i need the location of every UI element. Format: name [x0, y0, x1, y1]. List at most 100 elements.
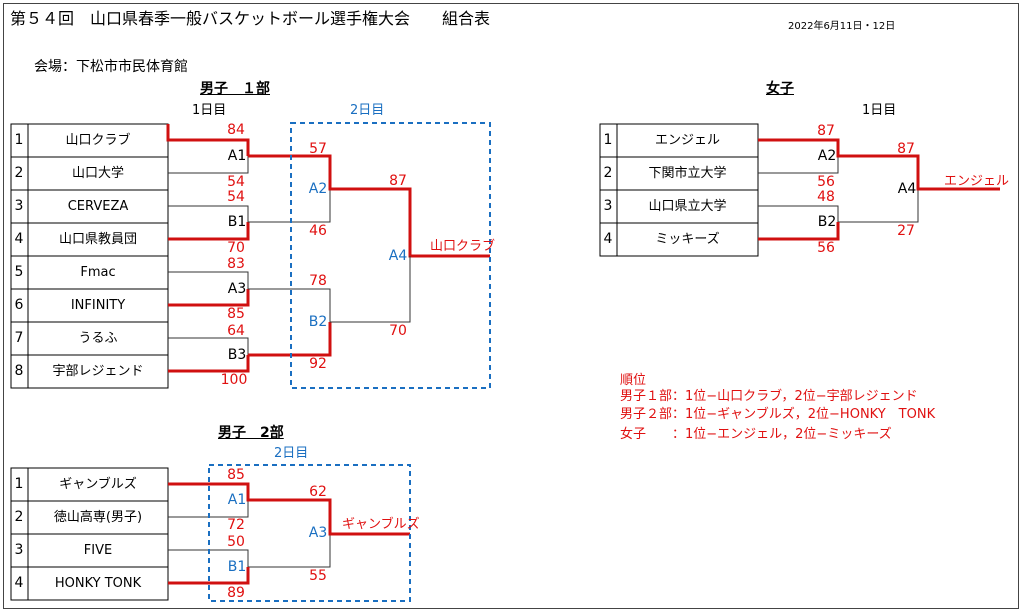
women-score-b2-bot: 56 — [817, 240, 835, 256]
men1-game-b1: B1 — [227, 214, 247, 230]
men1-team-num: 1 — [14, 132, 24, 148]
men1-game-b2: B2 — [308, 314, 328, 330]
men1-score-b2-top: 78 — [309, 273, 327, 289]
men1-score-b1-bot: 70 — [227, 240, 245, 256]
men1-team-name: 宇部レジェンド — [52, 364, 144, 379]
men2-team-name: FIVE — [83, 543, 113, 558]
women-day1-label: 1日目 — [862, 103, 897, 118]
men2-team-name: ギャンブルズ — [59, 477, 137, 492]
men1-team-name: 山口県教員団 — [58, 232, 137, 247]
ranking-line-women: 女子 ：1位−エンジェル，2位−ミッキーズ — [620, 427, 892, 442]
women-section-title: 女子 — [766, 81, 794, 97]
men1-score-a1-bot: 54 — [227, 174, 245, 190]
men1-team-name: Fmac — [80, 265, 116, 280]
men1-team-table — [10, 123, 169, 389]
men1-score-b2-bot: 92 — [309, 356, 327, 372]
men1-final-lose-line — [330, 256, 411, 323]
women-lines — [758, 156, 919, 223]
men1-day1-label: 1日目 — [192, 103, 227, 118]
women-team-name: 山口県立大学 — [648, 199, 727, 214]
men2-score-a1-bot: 72 — [227, 517, 245, 533]
men2-score-b1-top: 50 — [227, 534, 245, 550]
men1-section-title: 男子 １部 — [200, 81, 270, 97]
women-score-a4-top: 87 — [897, 141, 915, 157]
men1-score-a2-bot: 46 — [309, 223, 327, 239]
men2-score-a3-top: 62 — [309, 484, 327, 500]
men1-day2-label: 2日目 — [350, 103, 385, 118]
men1-score-a3-top: 83 — [227, 256, 245, 272]
women-champion: エンジェル — [944, 174, 1010, 189]
event-date: 2022年6月11日・12日 — [788, 21, 896, 32]
women-team-name: 下関市立大学 — [648, 166, 727, 181]
women-game-a2: A2 — [817, 148, 837, 164]
page-title: 第５４回 山口県春季一般バスケットボール選手権大会 組合表 — [10, 9, 491, 28]
men2-team-num: 3 — [14, 542, 24, 558]
men2-team-num: 4 — [14, 575, 24, 591]
men2-win-lines — [168, 482, 410, 585]
women-game-b2: B2 — [817, 214, 837, 230]
men1-team-name: CERVEZA — [67, 199, 129, 214]
men1-day2-box — [290, 122, 491, 389]
men1-team-num: 5 — [14, 264, 24, 280]
women-team-table — [599, 123, 759, 257]
men2-champion: ギャンブルズ — [342, 517, 420, 532]
men1-game-a2: A2 — [308, 181, 328, 197]
men2-score-a3-bot: 55 — [309, 568, 327, 584]
ranking-line-men2: 男子２部：1位−ギャンブルズ，2位−HONKY TONK — [620, 407, 936, 422]
men2-game-b1: B1 — [227, 559, 247, 575]
bracket-sheet-frame — [3, 3, 1019, 609]
men1-score-b3-top: 64 — [227, 323, 245, 339]
men2-day2-label: 2日目 — [274, 446, 309, 461]
women-team-num: 2 — [603, 165, 613, 181]
men2-section-title: 男子 2部 — [218, 425, 284, 441]
men1-team-num: 8 — [14, 363, 24, 379]
men1-round1-lines — [168, 156, 249, 355]
men1-team-name: 山口大学 — [71, 166, 124, 181]
men1-team-num: 4 — [14, 231, 24, 247]
men2-team-name: HONKY TONK — [54, 576, 142, 591]
venue-label: 会場：下松市市民体育館 — [34, 59, 188, 75]
women-team-num: 4 — [603, 231, 613, 247]
men1-round2-win-lines — [248, 154, 490, 357]
ranking-line-men1: 男子１部：1位−山口クラブ，2位−宇部レジェンド — [620, 389, 918, 404]
men2-team-num: 2 — [14, 509, 24, 525]
men1-score-a4-top: 87 — [389, 173, 407, 189]
men1-game-a1: A1 — [227, 148, 247, 164]
women-score-a2-bot: 56 — [817, 174, 835, 190]
men1-game-a3: A3 — [227, 281, 247, 297]
men2-game-a3: A3 — [308, 525, 328, 541]
ranking-title: 順位 — [620, 373, 647, 388]
men1-score-a3-bot: 85 — [227, 306, 245, 322]
men1-champion: 山口クラブ — [430, 239, 496, 254]
women-team-name: エンジェル — [654, 133, 720, 148]
men1-round1-win-lines — [166, 124, 250, 373]
men1-score-a2-top: 57 — [309, 141, 327, 157]
men1-game-a4: A4 — [388, 248, 408, 264]
men1-team-name: 山口クラブ — [65, 133, 131, 148]
men1-score-a4-bot: 70 — [389, 323, 407, 339]
men2-lines — [168, 500, 331, 568]
men1-team-num: 3 — [14, 198, 24, 214]
men2-score-a1-top: 85 — [227, 467, 245, 483]
women-team-name: ミッキーズ — [655, 232, 720, 247]
men1-game-b3: B3 — [227, 347, 247, 363]
men2-team-table — [10, 467, 169, 601]
men1-team-num: 7 — [14, 330, 24, 346]
women-game-a4: A4 — [897, 181, 917, 197]
women-score-a2-top: 87 — [817, 123, 835, 139]
women-score-b2-top: 48 — [817, 189, 835, 205]
men1-score-b1-top: 54 — [227, 189, 245, 205]
men1-team-num: 2 — [14, 165, 24, 181]
men2-team-name: 徳山高専(男子) — [53, 510, 143, 525]
men2-team-num: 1 — [14, 476, 24, 492]
men1-team-name: うるふ — [78, 331, 118, 346]
men1-team-num: 6 — [14, 297, 24, 313]
women-team-num: 1 — [603, 132, 613, 148]
women-team-num: 3 — [603, 198, 613, 214]
women-win-lines — [758, 138, 1000, 241]
men2-game-a1: A1 — [227, 492, 247, 508]
men1-score-a1-top: 84 — [227, 122, 245, 138]
men2-day2-box — [208, 464, 411, 602]
men1-score-b3-bot: 100 — [220, 372, 248, 388]
